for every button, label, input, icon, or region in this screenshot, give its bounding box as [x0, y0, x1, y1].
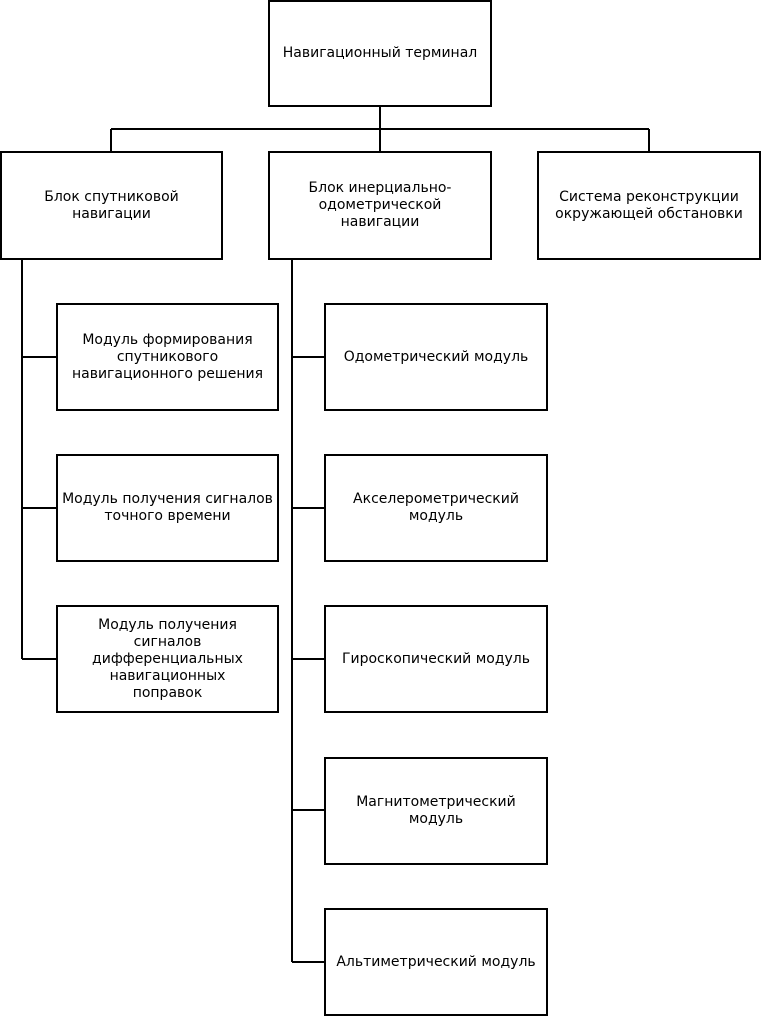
module-odometric-label: Одометрический модуль: [343, 348, 529, 365]
block-satellite-navigation-label: Блок спутниковой навигации: [44, 188, 179, 222]
module-accelerometric-label: Акселерометрический модуль: [353, 491, 519, 524]
module-differential-corrections: Модуль получения сигналов дифференциальн…: [56, 605, 279, 713]
block-inertial-odometric-navigation: Блок инерциально-одометрической навигаци…: [268, 151, 492, 260]
module-precise-time-signals: Модуль получения сигналов точного времен…: [56, 454, 279, 562]
module-satellite-navigation-solution-label: Модуль формирования спутникового навигац…: [71, 331, 264, 382]
module-gyroscopic: Гироскопический модуль: [324, 605, 548, 713]
module-satellite-navigation-solution: Модуль формирования спутникового навигац…: [56, 303, 279, 411]
root-node-label: Навигационный терминал: [282, 45, 478, 61]
root-node-box: Навигационный терминал: [268, 0, 492, 107]
module-gyroscopic-label: Гироскопический модуль: [341, 650, 531, 667]
module-altimetric: Альтиметрический модуль: [324, 908, 548, 1016]
module-differential-corrections-label: Модуль получения сигналов дифференциальн…: [92, 616, 243, 701]
module-accelerometric: Акселерометрический модуль: [324, 454, 548, 562]
block-environment-reconstruction-system: Система реконструкции окружающей обстано…: [537, 151, 761, 260]
module-odometric: Одометрический модуль: [324, 303, 548, 411]
module-magnetometric-label: Магнитометрический модуль: [356, 794, 516, 827]
module-altimetric-label: Альтиметрический модуль: [336, 953, 536, 970]
module-magnetometric: Магнитометрический модуль: [324, 757, 548, 865]
block-inertial-odometric-navigation-label: Блок инерциально-одометрической навигаци…: [308, 180, 452, 230]
module-precise-time-signals-label: Модуль получения сигналов точного времен…: [62, 491, 273, 524]
block-satellite-navigation: Блок спутниковой навигации: [0, 151, 223, 260]
block-environment-reconstruction-system-label: Система реконструкции окружающей обстано…: [555, 188, 743, 222]
